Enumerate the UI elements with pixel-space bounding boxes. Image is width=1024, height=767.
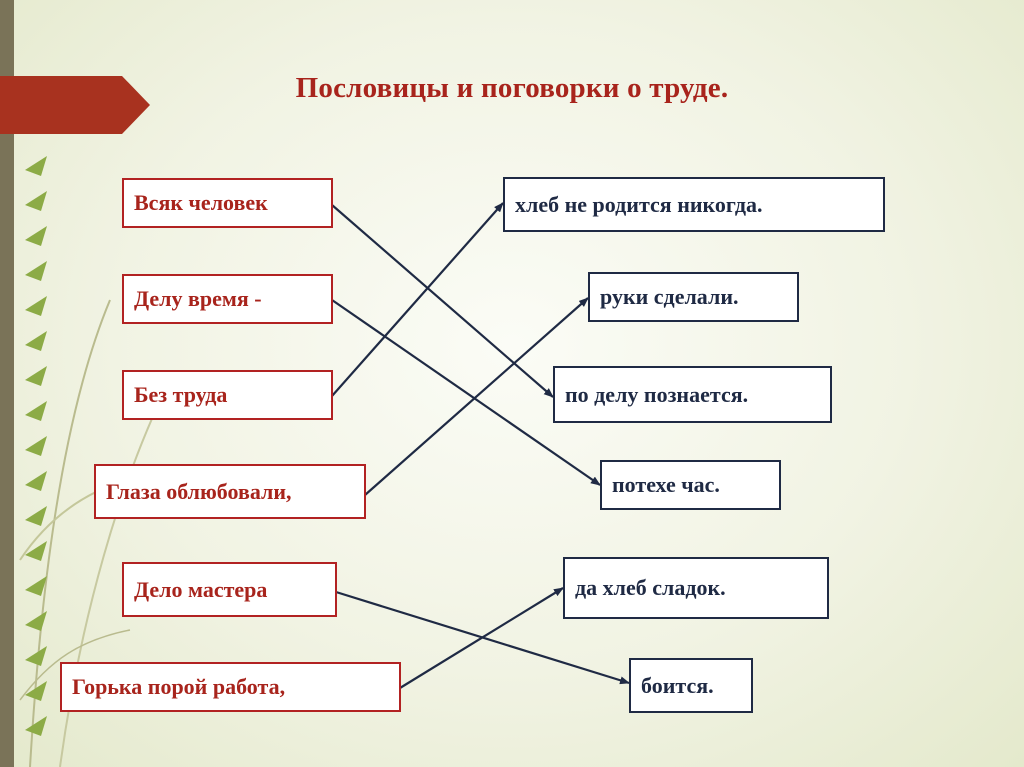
right-item-da-khleb-sladok: да хлеб сладок.	[563, 557, 829, 619]
connector-bez-truda	[331, 202, 504, 397]
connector-delu-vremya	[331, 299, 601, 486]
decorative-vine-icon	[19, 156, 201, 767]
connector-vsyak-chelovek	[331, 204, 554, 398]
left-item-delu-vremya: Делу время -	[122, 274, 333, 324]
left-item-vsyak-chelovek: Всяк человек	[122, 178, 333, 228]
right-item-potekhe-chas: потехе час.	[600, 460, 781, 510]
connector-gorka	[399, 587, 564, 689]
right-item-khleb-ne-roditsya: хлеб не родится никогда.	[503, 177, 885, 232]
page-title: Пословицы и поговорки о труде.	[295, 72, 729, 104]
left-item-delo-mastera: Дело мастера	[122, 562, 337, 617]
left-item-gorka-poroy-rabota: Горька порой работа,	[60, 662, 401, 712]
left-item-glaza-oblyubovali: Глаза облюбовали,	[94, 464, 366, 519]
left-item-bez-truda: Без труда	[122, 370, 333, 420]
connector-glaza	[364, 297, 589, 496]
right-item-po-delu-poznaetsya: по делу познается.	[553, 366, 832, 423]
title-arrow-icon	[0, 76, 150, 134]
right-item-boitsya: боится.	[629, 658, 753, 713]
right-item-ruki-sdelali: руки сделали.	[588, 272, 799, 322]
side-bar	[0, 0, 14, 767]
